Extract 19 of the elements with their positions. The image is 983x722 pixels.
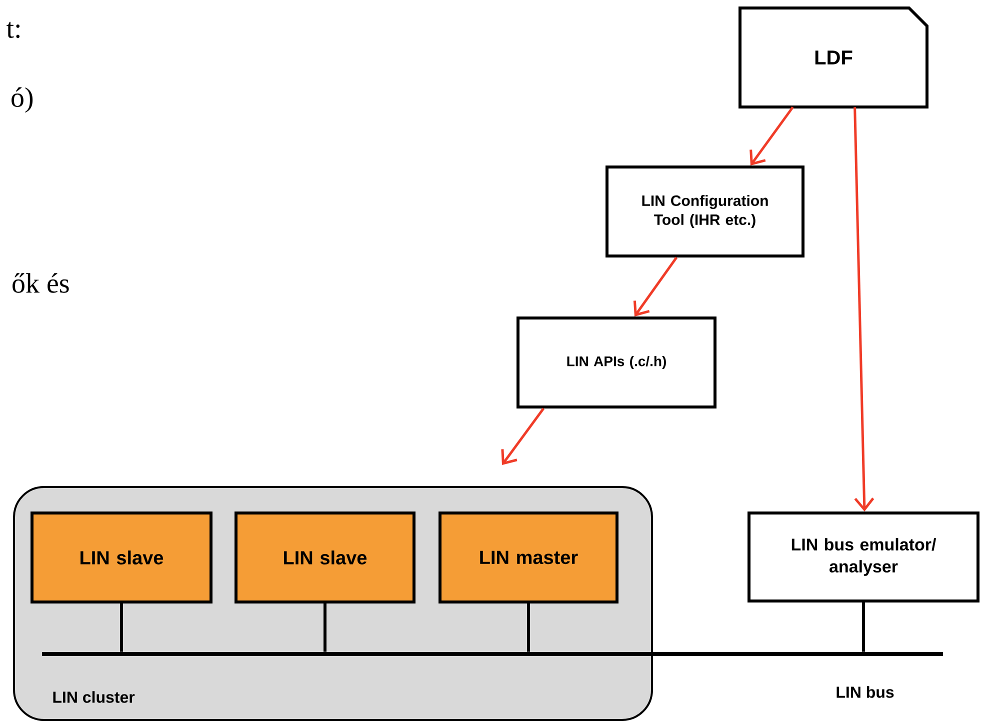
arrow bbox=[750, 106, 794, 166]
arrow bbox=[633, 256, 678, 316]
arrow bbox=[854, 107, 874, 512]
connector-line bbox=[527, 604, 530, 652]
node-box: LIN slave bbox=[234, 512, 416, 604]
arrow bbox=[501, 408, 545, 465]
text-fragment: t: bbox=[6, 22, 20, 38]
connector-line bbox=[862, 602, 865, 652]
process-box: LIN bus emulator/ analyser bbox=[748, 512, 980, 602]
connector-line bbox=[324, 604, 326, 652]
text-fragment: ők és bbox=[12, 273, 69, 293]
process-box: LIN APIs (.c/.h) bbox=[516, 316, 716, 408]
node-box: LIN master bbox=[438, 512, 618, 604]
connector-line bbox=[120, 604, 123, 652]
node-box: LIN slave bbox=[30, 512, 212, 604]
bus-label: LIN bus bbox=[836, 686, 894, 698]
document-box: LDF bbox=[738, 6, 928, 108]
text-fragment: ó) bbox=[12, 87, 33, 113]
process-box: LIN Configuration Tool (IHR etc.) bbox=[606, 166, 804, 258]
